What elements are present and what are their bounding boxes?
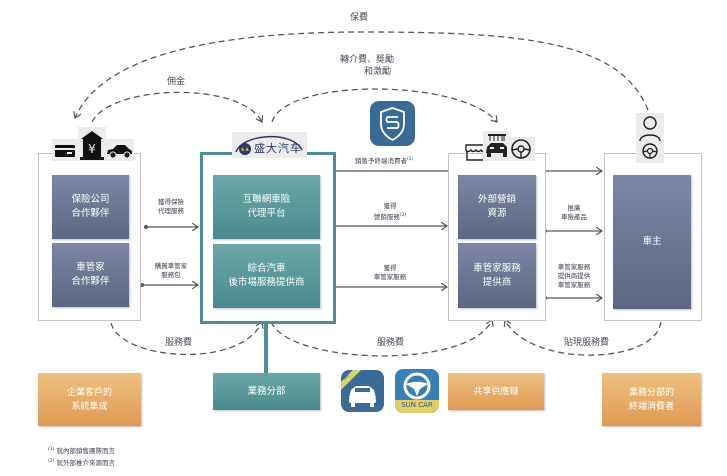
obtain-butler-label-line1: 獲得 xyxy=(383,264,397,272)
obtain-insurance-label-line1: 獲得保險 xyxy=(158,198,184,206)
commission-label: 佣金 xyxy=(167,77,186,87)
external-marketing-line2: 資源 xyxy=(487,208,507,219)
provider-provide-label-line1: 車管家服務 xyxy=(557,263,591,271)
car-owner-box[interactable]: 車主 xyxy=(613,175,691,309)
platform-line2: 代理平台 xyxy=(247,208,286,219)
referral-flow-arc xyxy=(271,88,497,122)
buy-package-label-line2: 服務包 xyxy=(161,271,181,279)
footnote-1-marker: (1) xyxy=(48,447,55,452)
shield-app-icon xyxy=(370,101,415,146)
referral-label-line2: 和激勵 xyxy=(364,67,392,77)
insurance-partner-box[interactable]: 保險公司合作夥伴 xyxy=(52,175,129,239)
car-owner-label: 車主 xyxy=(642,236,662,247)
external-marketing-line1: 外部營銷 xyxy=(477,194,516,205)
footnote-ref-1: (1) xyxy=(407,157,414,162)
divisions-label: 業務分部 xyxy=(247,385,286,397)
obtain-insurance-label: 獲得保險 代理服務 xyxy=(151,198,191,216)
butler-partner-box[interactable]: 車管家合作夥伴 xyxy=(52,243,129,307)
car-wash-icon xyxy=(483,131,511,161)
sell-end-consumer-text: 銷售予終端消費者 xyxy=(355,157,407,166)
footnote-2-marker: (2) xyxy=(48,459,55,464)
obtain-butler-label-line2: 車管家服務 xyxy=(373,273,407,281)
commission-flow-arc xyxy=(91,91,262,122)
service-fee-left-arc xyxy=(110,322,262,356)
shared-supply-chain-box[interactable]: 共享供應鏈 xyxy=(448,373,544,410)
premium-label: 保費 xyxy=(350,13,369,23)
external-marketing-box[interactable]: 外部營銷資源 xyxy=(458,175,536,239)
subsidized-fee-arc xyxy=(505,320,662,356)
aftermarket-line1: 綜合汽車 xyxy=(247,263,286,274)
credit-card-icon xyxy=(52,139,78,161)
steering-wheel-icon xyxy=(507,137,535,161)
car-icon xyxy=(104,139,134,161)
platform-line1: 互聯網車險 xyxy=(242,194,291,205)
butler-provider-line1: 車管家服務 xyxy=(473,262,521,274)
division-end-consumer-box[interactable]: 業務分部的終端消費者 xyxy=(602,373,701,426)
butler-partner-line1: 車管家 xyxy=(76,262,105,273)
enterprise-line2: 系統集成 xyxy=(71,401,108,412)
end-consumer-line2: 終端消費者 xyxy=(628,401,674,412)
divisions-box[interactable]: 業務分部 xyxy=(213,373,320,410)
obtain-insurance-label-line2: 代理服務 xyxy=(158,207,184,215)
buy-package-label: 購買車管家 服務包 xyxy=(148,262,194,280)
svg-text:♞♞: ♞♞ xyxy=(241,147,250,153)
company-logo: ♞♞ 盛大汽车 xyxy=(232,132,307,158)
obtain-marketing-label-line1: 獲得 xyxy=(383,202,397,210)
premium-flow-arc xyxy=(75,31,649,118)
footnote-1-text: 就內部銷售團隊而言 xyxy=(56,447,115,456)
service-fee-mid-arc xyxy=(270,320,492,357)
footnote-2-text: 就外部推介來源而言 xyxy=(56,459,115,468)
buy-package-label-line1: 購買車管家 xyxy=(154,262,188,270)
enterprise-line1: 企業客戶的 xyxy=(66,387,112,398)
provider-provide-label-line3: 車管家服務 xyxy=(557,281,591,289)
aftermarket-box[interactable]: 綜合汽車後市場服務提供商 xyxy=(213,244,320,308)
aftermarket-line2: 後市場服務提供商 xyxy=(228,277,305,288)
obtain-marketing-label-line2: 營銷服務 xyxy=(373,213,400,222)
footnote-ref-2: (2) xyxy=(399,213,407,218)
footnote-1: (1) 就內部銷售團隊而言 xyxy=(48,444,115,457)
bank-yuan-icon: ¥ xyxy=(78,127,106,161)
butler-provider-box[interactable]: 車管家服務提供商 xyxy=(458,243,536,308)
service-fee-left-label: 服務費 xyxy=(165,338,193,348)
svg-text:¥: ¥ xyxy=(88,142,96,156)
promote-label-line1: 推廣 xyxy=(567,204,581,212)
obtain-marketing-label: 獲得 營銷服務(2) xyxy=(365,202,415,222)
insurance-partner-line1: 保險公司 xyxy=(71,194,110,205)
obtain-butler-label: 獲得 車管家服務 xyxy=(365,264,415,282)
merchant-app-icon: 商户 xyxy=(341,370,384,412)
sell-end-consumer-label: 銷售予終端消費者(1) xyxy=(355,155,413,166)
company-logo-text: 盛大汽车 xyxy=(254,142,302,155)
platform-box[interactable]: 互聯網車險代理平台 xyxy=(213,175,320,239)
suncar-app-label: SUN CAR xyxy=(401,401,433,409)
suncar-app-icon: SUN CAR xyxy=(395,369,439,413)
butler-provider-line2: 提供商 xyxy=(482,276,512,288)
divisions-connector xyxy=(264,319,268,373)
service-fee-mid-label: 服務費 xyxy=(377,338,405,348)
promote-label: 推廣 車險產品 xyxy=(552,204,596,222)
enterprise-integration-box[interactable]: 企業客戶的系統集成 xyxy=(38,373,141,426)
provider-provide-label-line2: 提供商提供 xyxy=(557,272,591,280)
provider-provide-label: 車管家服務 提供商提供 車管家服務 xyxy=(550,263,598,290)
subsidized-fee-label: 貼現服務費 xyxy=(564,338,610,348)
end-consumer-line1: 業務分部的 xyxy=(628,387,674,398)
shared-supply-chain-label: 共享供應鏈 xyxy=(473,386,519,397)
insurance-partner-line2: 合作夥伴 xyxy=(71,208,110,219)
driver-person-icon xyxy=(636,113,664,163)
referral-label-line1: 轉介費、獎勵 xyxy=(340,55,395,65)
footnote-2: (2) 就外部推介來源而言 xyxy=(48,456,115,469)
butler-partner-line2: 合作夥伴 xyxy=(71,276,110,287)
promote-label-line2: 車險產品 xyxy=(561,213,587,221)
